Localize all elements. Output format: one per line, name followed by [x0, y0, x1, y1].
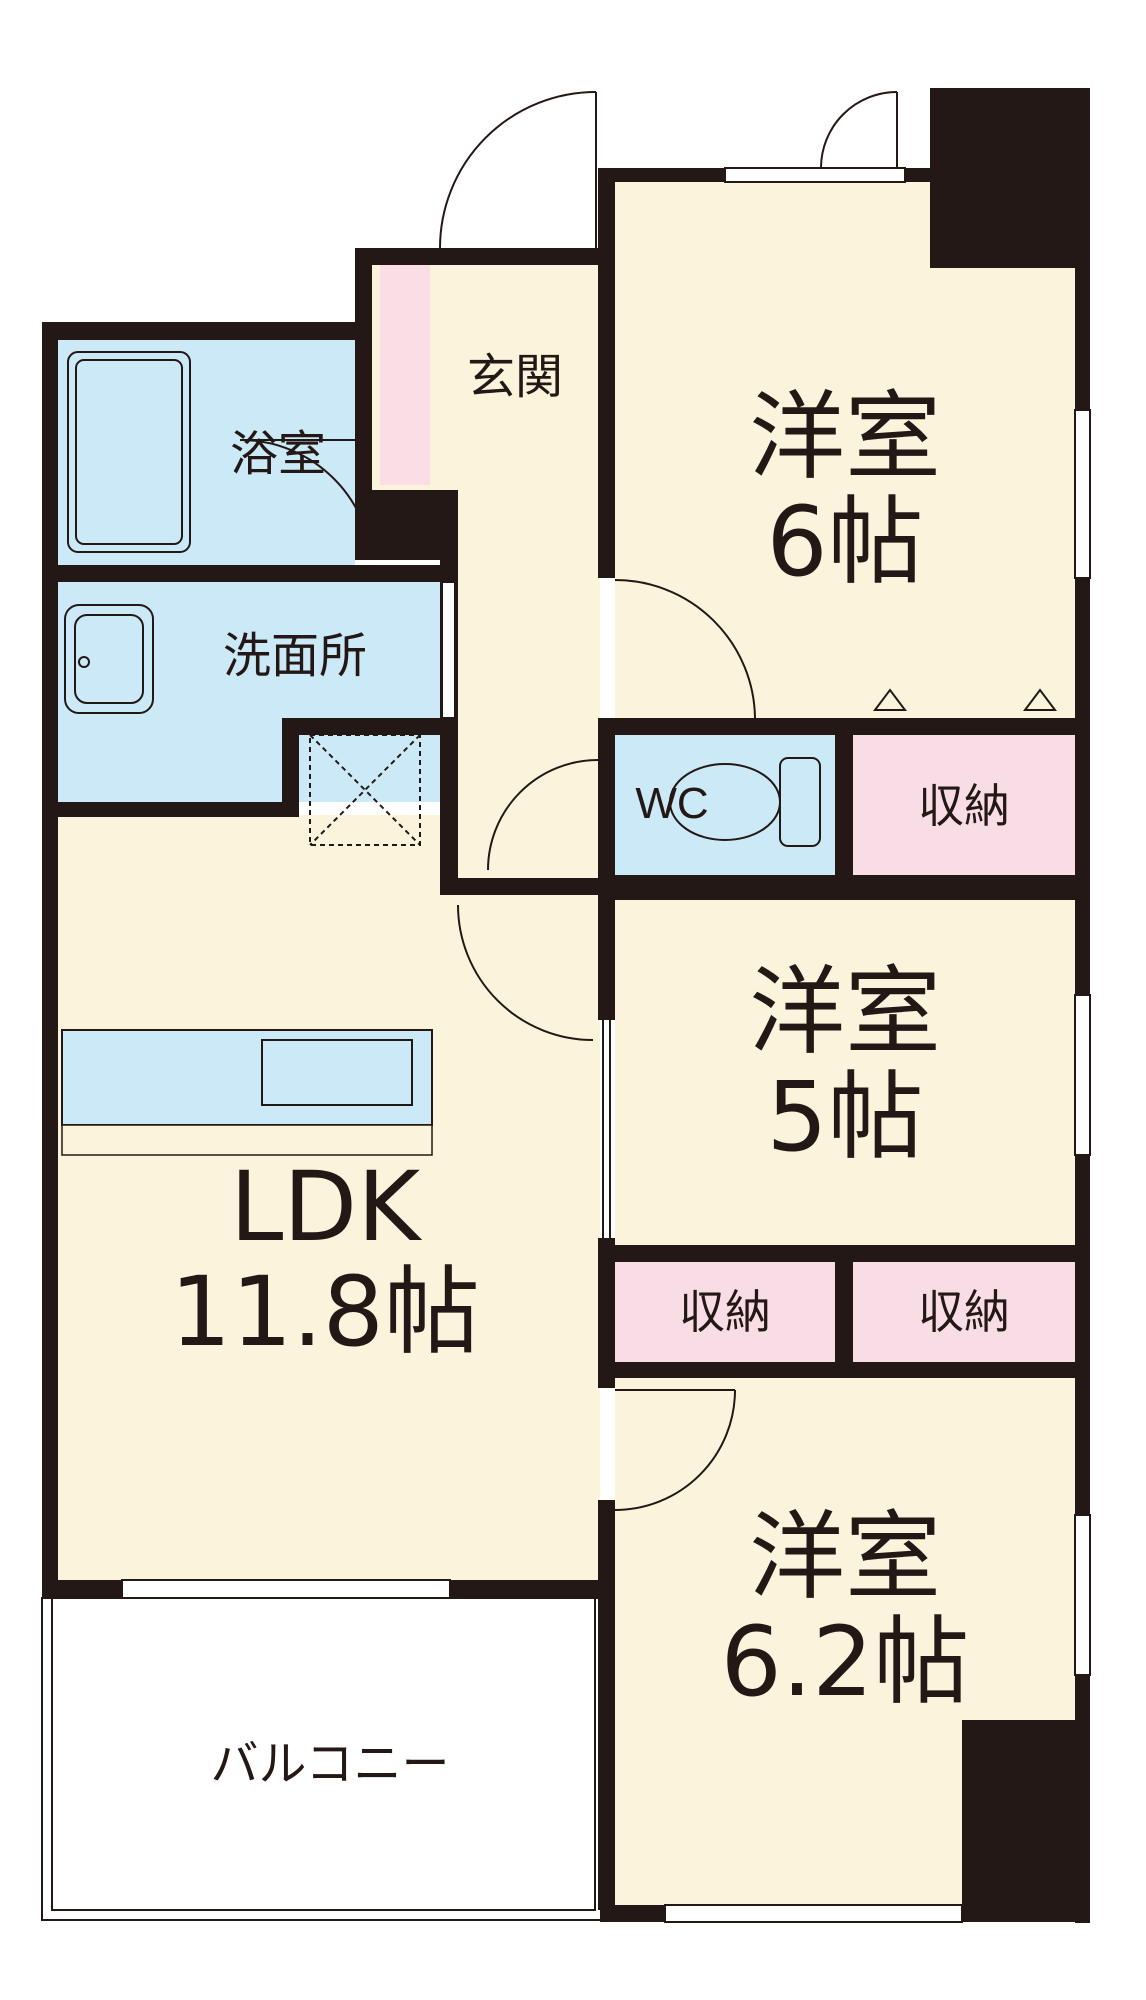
- washroom-label: 洗面所: [223, 628, 367, 684]
- wash-basin: [64, 604, 154, 714]
- storage-label-mid-right: 収納: [918, 1285, 1010, 1339]
- bedroom-north-name: 洋室: [749, 381, 941, 493]
- bedroom-middle-size: 5帖: [766, 1061, 923, 1173]
- door-swings: [239, 91, 1075, 1511]
- toilet-label: WC: [635, 779, 708, 828]
- bedroom-middle-name: 洋室: [749, 956, 941, 1068]
- storage-label-mid-left: 収納: [679, 1285, 771, 1339]
- bedroom-south-name: 洋室: [749, 1501, 941, 1613]
- bathtub: [67, 351, 191, 553]
- windows: [121, 167, 1091, 1923]
- ldk-name: LDK: [230, 1151, 422, 1263]
- storage-mid-right-floor: [853, 1262, 1075, 1362]
- corridor-floor: [455, 490, 600, 895]
- balcony: [41, 1597, 606, 1921]
- bathroom-label: 浴室: [230, 426, 326, 482]
- labels: 洋室 6帖 洋室 5帖 洋室 6.2帖 LDK 11.8帖 浴室 洗面所 玄関 …: [170, 349, 1010, 1792]
- kitchen-counter-edge: [61, 1124, 433, 1156]
- storage-north-floor: [853, 735, 1075, 875]
- bedroom-south-size: 6.2帖: [721, 1606, 970, 1718]
- ldk-size: 11.8帖: [170, 1256, 480, 1368]
- washroom-floor: [58, 582, 443, 802]
- balcony-label: バルコニー: [210, 1736, 449, 1792]
- fixtures: [64, 351, 821, 847]
- floor-fills: [58, 180, 1075, 1910]
- ldk-floor: [58, 815, 600, 1580]
- storage-mid-left-floor: [615, 1262, 835, 1362]
- bathroom-floor: [58, 340, 355, 565]
- storage-label-north: 収納: [918, 779, 1010, 833]
- bedroom-middle-floor: [615, 900, 1075, 1245]
- kitchen-sink: [261, 1039, 413, 1106]
- entrance-label: 玄関: [467, 349, 563, 405]
- bedroom-north-size: 6帖: [766, 486, 923, 598]
- closet-hangers: [873, 688, 1057, 711]
- bedroom-north-floor: [615, 180, 1075, 718]
- pipe-shaft: [309, 734, 421, 846]
- entrance-shoebox: [380, 265, 430, 485]
